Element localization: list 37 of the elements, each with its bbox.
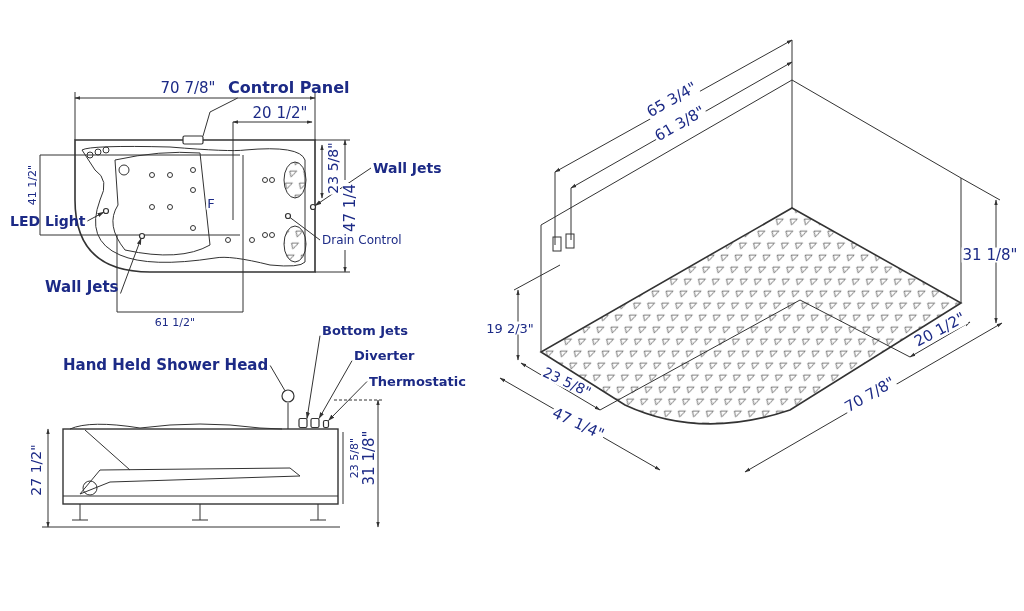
dimension-label: 47 1/4: [342, 183, 358, 233]
part-letter: F: [206, 196, 216, 210]
leader-line: [305, 335, 321, 420]
dimension-label: 61 1/2": [153, 316, 197, 328]
control-knob: [322, 419, 330, 429]
callout-label: Drain Control: [322, 234, 402, 246]
leader-line: [328, 381, 368, 421]
control-knob: [310, 417, 320, 429]
callout-label: Control Panel: [228, 80, 350, 96]
dimension-label: 31 1/8": [361, 429, 377, 487]
callout-label: Bottom Jets: [322, 324, 408, 337]
leader-line: [86, 211, 105, 222]
dimension-label: 27 1/2": [29, 443, 43, 497]
control-panel: [182, 135, 204, 145]
callout-label: Wall Jets: [45, 280, 119, 295]
wall-jet: [309, 203, 317, 211]
shower-head: [281, 389, 295, 403]
dimension-label: 19 2/3": [485, 321, 535, 335]
wall-jet: [138, 232, 146, 240]
callout-label: Thermostatic: [369, 375, 466, 388]
led-light: [102, 207, 110, 215]
dimension-label: 41 1/2": [26, 163, 38, 207]
callout-label: Diverter: [354, 349, 415, 362]
dimension-label: 70 7/8": [159, 80, 217, 96]
leader-line: [318, 360, 353, 420]
leader-line: [289, 217, 321, 241]
leader-line: [120, 237, 142, 294]
dimension-label: 23 5/8": [326, 141, 340, 195]
callout-label: Wall Jets: [373, 161, 442, 175]
leader-line: [269, 365, 286, 392]
dimension-label: 20 1/2": [251, 105, 309, 121]
dimension-label: 31 1/8": [961, 247, 1019, 263]
leader-line: [202, 97, 239, 137]
dimension-label: 23 5/8": [348, 436, 360, 480]
drain-control-knob: [284, 212, 292, 220]
control-knob: [298, 417, 308, 429]
callout-label: Hand Held Shower Head: [63, 358, 269, 373]
